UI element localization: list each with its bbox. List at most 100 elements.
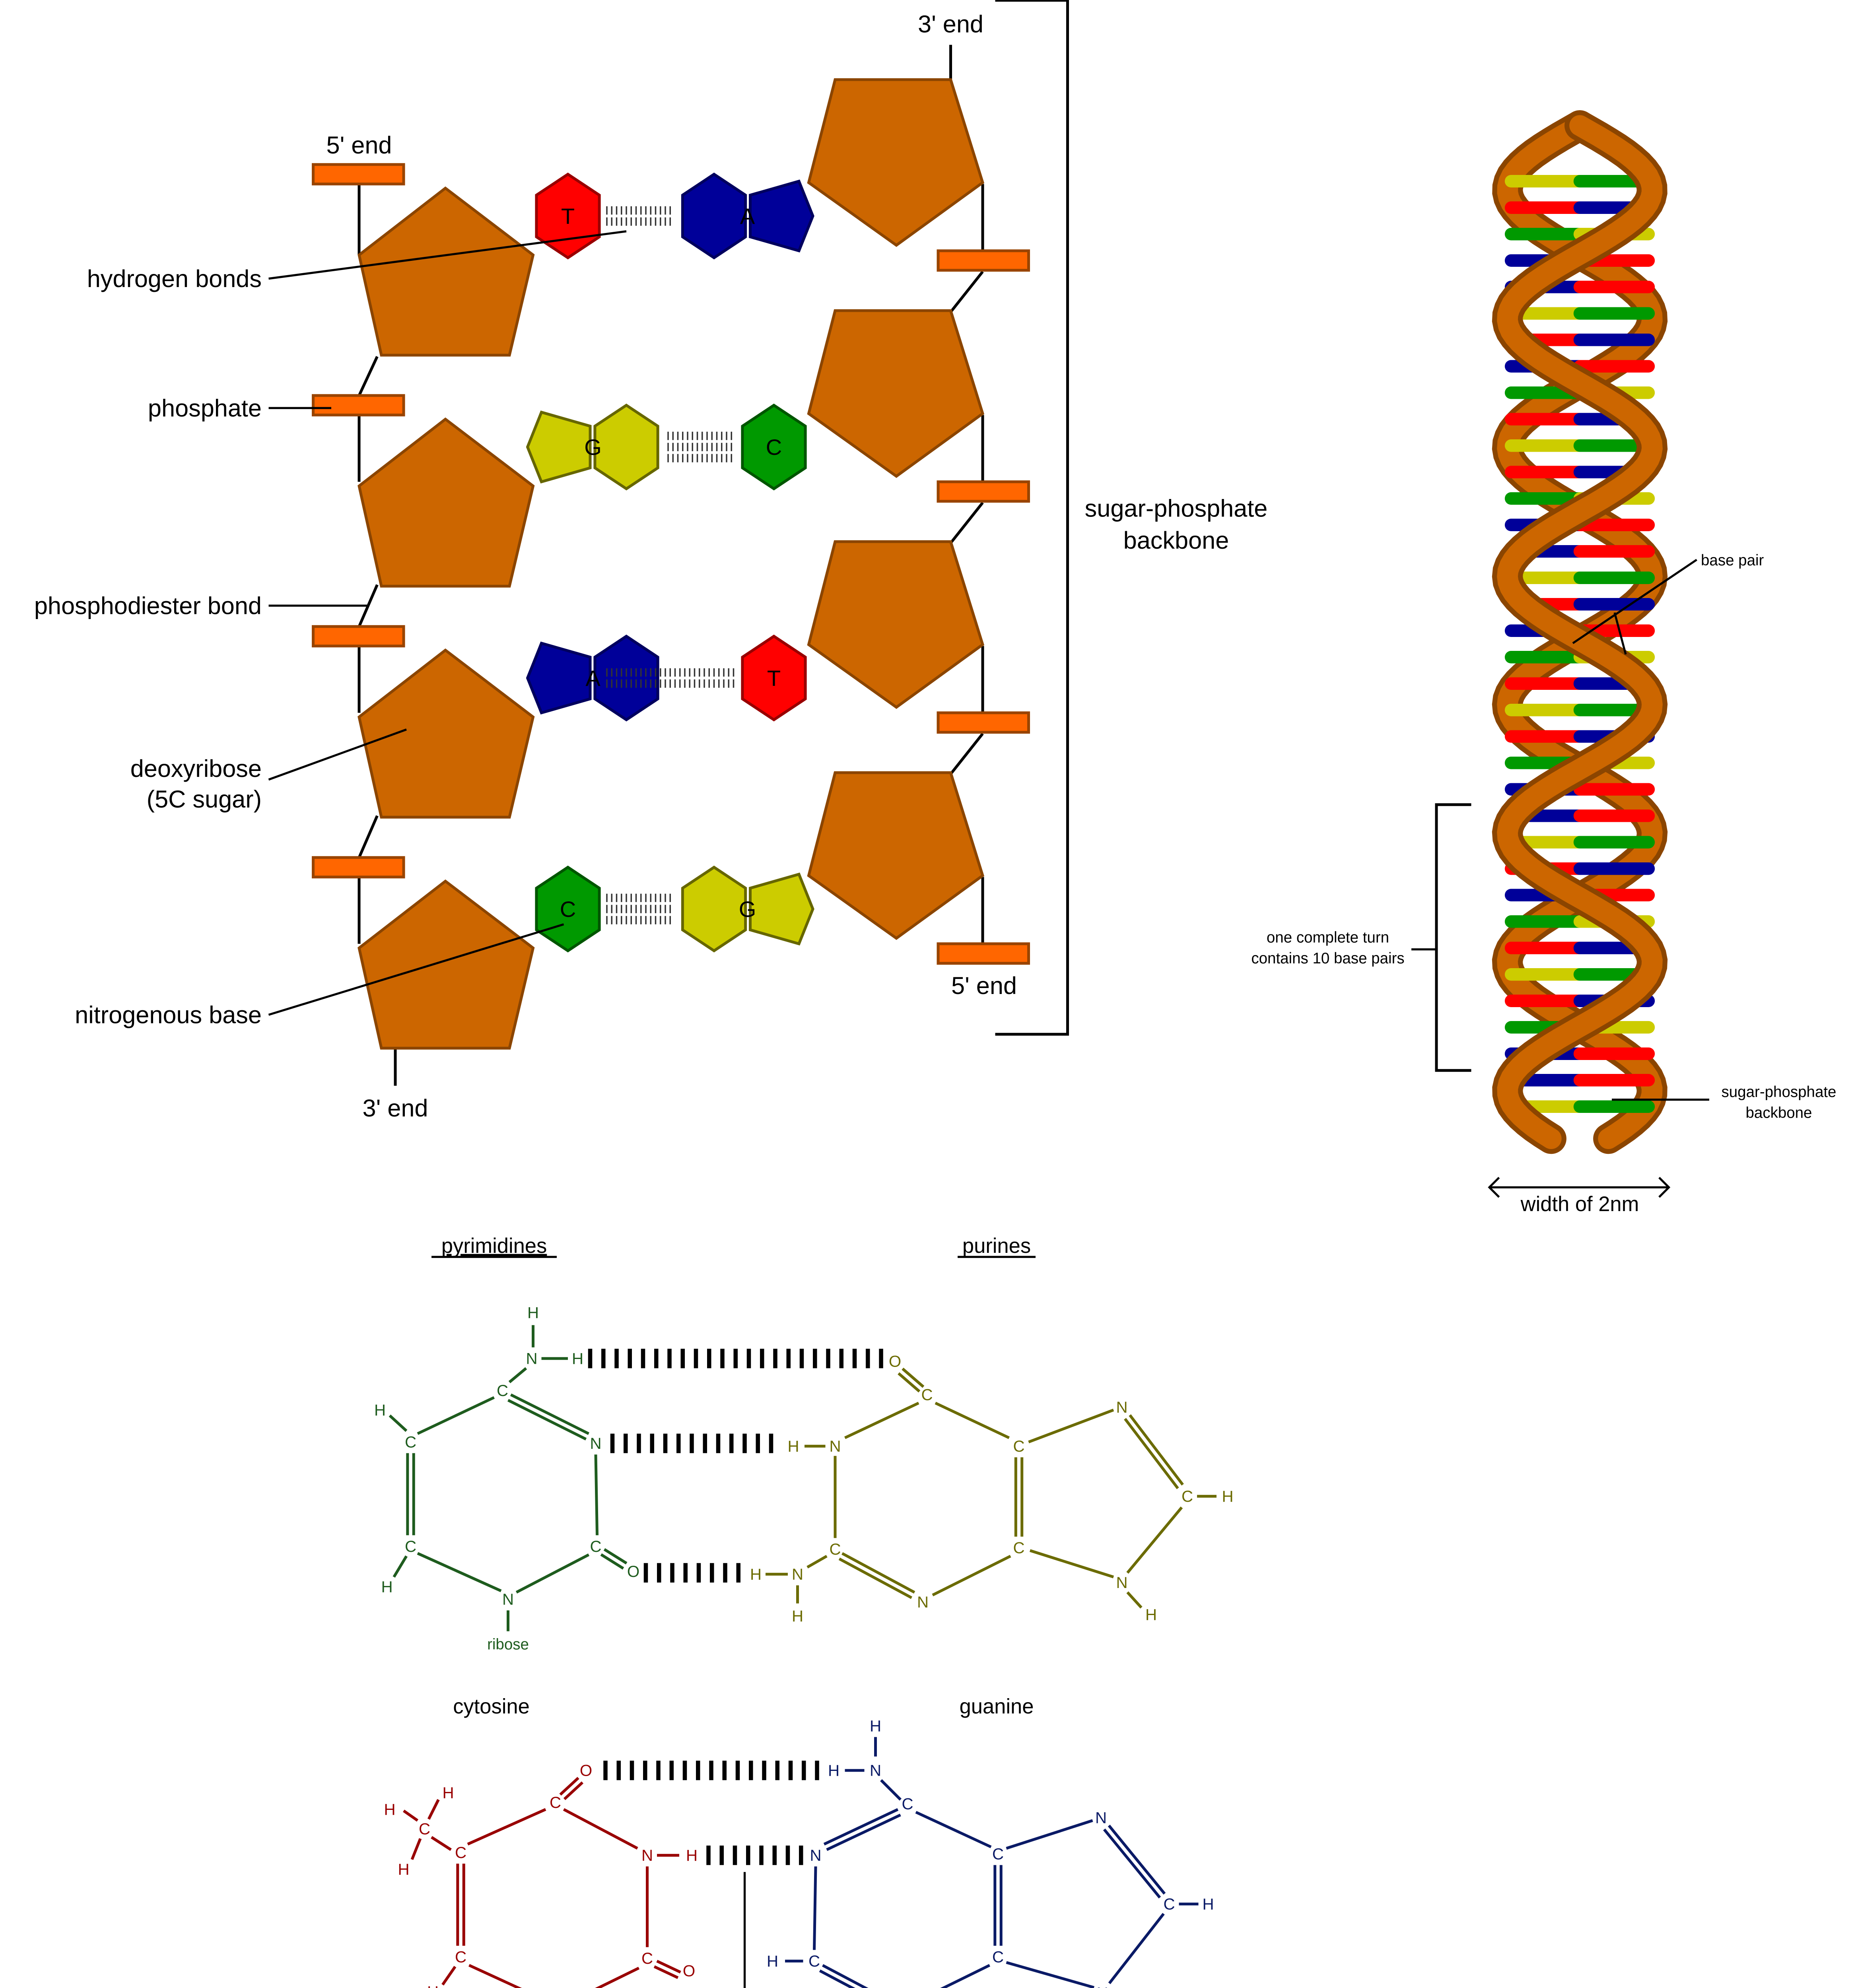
atom-h: H: [527, 1304, 539, 1322]
deoxyribose-sugar: [358, 879, 535, 1050]
label-width: width of 2nm: [1520, 1192, 1639, 1216]
base-letter: A: [585, 666, 601, 691]
atom-o: O: [683, 1962, 695, 1980]
hydrogen-bond-dashes: [610, 1433, 773, 1453]
atom-c: C: [1182, 1487, 1193, 1505]
atom-c: C: [1013, 1539, 1024, 1557]
hydrogen-bond-dashes: [603, 1761, 819, 1780]
atom-n: N: [641, 1846, 653, 1864]
phosphate-group: [312, 163, 405, 186]
label-bottom-left-3-end: 3' end: [363, 1095, 428, 1122]
base-letter: T: [561, 204, 575, 229]
backbone-bracket: [995, 0, 1069, 1036]
deoxyribose-sugar: [358, 186, 535, 357]
label-helix-backbone-line2: backbone: [1746, 1104, 1812, 1121]
phosphate-group: [937, 942, 1030, 965]
label-backbone-line1: sugar-phosphate: [1085, 495, 1268, 522]
adenine-base: A: [681, 173, 814, 260]
label-bottom-right-5-end: 5' end: [951, 972, 1017, 999]
atom-n: N: [1116, 1398, 1127, 1416]
atom-h: H: [767, 1952, 778, 1970]
label-nitrogenous-base: nitrogenous base: [75, 1001, 262, 1028]
adenine-structure: HNHCNCNCHNHCNCH: [767, 1717, 1214, 1988]
atom-h: H: [870, 1717, 881, 1735]
label-phosphate: phosphate: [148, 394, 262, 421]
leader-hydrogen-bonds: [268, 230, 627, 280]
phosphate-group: [937, 711, 1030, 734]
atom-c: C: [921, 1386, 933, 1404]
atom-h: H: [374, 1401, 386, 1419]
atom-n: N: [870, 1761, 881, 1779]
label-turn-line2: contains 10 base pairs: [1251, 950, 1404, 967]
phosphate-group: [312, 856, 405, 879]
atom-h: H: [792, 1607, 803, 1625]
base-letter: G: [584, 435, 602, 460]
hydrogen-bond-dashes: [643, 1563, 740, 1583]
atom-o: O: [889, 1352, 901, 1370]
atom-h: H: [572, 1349, 583, 1367]
phosphate-group: [937, 249, 1030, 272]
atom-c: C: [497, 1382, 508, 1400]
label-turn-line1: one complete turn: [1267, 929, 1389, 946]
atom-o: O: [627, 1563, 639, 1580]
atom-h: H: [1222, 1487, 1233, 1505]
cytosine-base: C: [535, 866, 601, 953]
atom-h: H: [442, 1784, 454, 1802]
atom-n: N: [917, 1593, 929, 1611]
atom-h: H: [384, 1800, 395, 1818]
atom-h: H: [686, 1846, 698, 1864]
deoxyribose-sugar: [807, 771, 985, 940]
atom-n: N: [792, 1565, 803, 1583]
base-letter: G: [739, 897, 756, 922]
atom-c: C: [992, 1948, 1004, 1966]
deoxyribose-sugar: [807, 540, 985, 709]
label-hydrogen-bonds: hydrogen bonds: [87, 265, 262, 292]
atom-n: N: [1096, 1984, 1108, 1988]
label-5c-sugar: (5C sugar): [147, 786, 262, 813]
label-guanine: guanine: [960, 1695, 1034, 1718]
atom-c: C: [808, 1952, 820, 1970]
label-backbone-line2: backbone: [1123, 527, 1229, 554]
deoxyribose-sugar: [807, 78, 985, 247]
atom-c: C: [455, 1948, 466, 1966]
label-top-left-5-end: 5' end: [326, 132, 392, 159]
atom-c: C: [1163, 1895, 1175, 1913]
atom-n: N: [829, 1437, 841, 1455]
heading-pyrimidines: pyrimidines: [441, 1234, 547, 1258]
atom-c: C: [829, 1540, 841, 1558]
atom-n: N: [1116, 1574, 1127, 1592]
base-letter: T: [767, 666, 781, 691]
atom-c: C: [419, 1820, 430, 1838]
helix-strand-front: [1497, 115, 1663, 1149]
guanine-base: G: [681, 866, 814, 953]
leader-base-pair-2: [1613, 612, 1627, 655]
hydrogen-bond-lines: [667, 431, 732, 462]
atom-n: N: [1095, 1809, 1107, 1827]
hydrogen-bond-lines: [606, 893, 671, 924]
thymine-base: T: [535, 173, 601, 260]
phosphate-group: [937, 480, 1030, 503]
guanine-base: G: [526, 404, 659, 491]
atom-h: H: [381, 1578, 393, 1596]
thymine-base: T: [741, 635, 807, 722]
atom-h: H: [787, 1437, 799, 1455]
atom-h: H: [427, 1983, 439, 1988]
atom-c: C: [405, 1433, 416, 1451]
leader-nitrogenous-base: [268, 923, 564, 1016]
atom-n: N: [590, 1435, 601, 1452]
atom-c: C: [992, 1845, 1004, 1863]
leader-base-pair-1: [1572, 559, 1697, 644]
hydrogen-bond-dashes: [588, 1349, 883, 1369]
hydrogen-bond-lines: [606, 668, 735, 688]
thymine-structure: OCNHCCHHHCHNCOribose: [384, 1761, 698, 1988]
label-deoxyribose: deoxyribose: [130, 755, 262, 782]
heading-purines: purines: [962, 1234, 1031, 1258]
base-letter: A: [740, 204, 755, 229]
phosphate-group: [312, 625, 405, 648]
atom-c: C: [455, 1844, 466, 1862]
atom-h: H: [828, 1761, 840, 1779]
label-top-right-3-end: 3' end: [918, 10, 983, 37]
atom-c: C: [550, 1794, 561, 1811]
